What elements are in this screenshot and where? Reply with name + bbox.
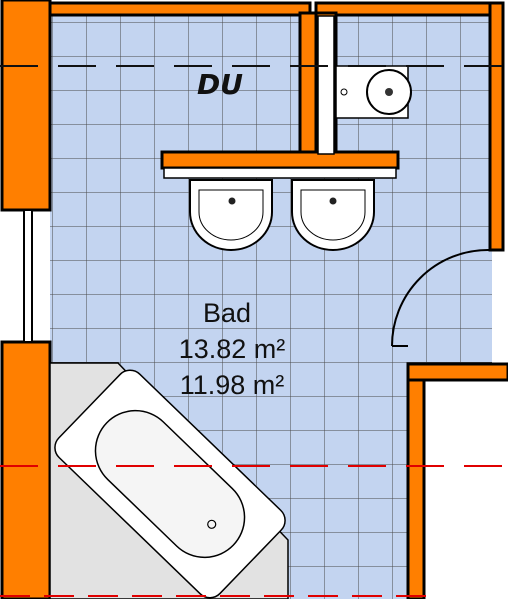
- right-wall-lower-v: [406, 362, 426, 599]
- toilet-icon[interactable]: [335, 65, 412, 119]
- shower-label: DU: [197, 68, 243, 101]
- door-swing-icon[interactable]: [391, 249, 502, 347]
- shower-partition: [298, 11, 318, 165]
- right-wall-upper: [488, 1, 505, 252]
- washbasin-icon[interactable]: [189, 179, 273, 251]
- room-name: Bad: [203, 298, 251, 328]
- bathtub-icon[interactable]: [49, 362, 291, 599]
- washbasin-icon[interactable]: [291, 179, 375, 251]
- left-wall-lower: [0, 340, 52, 599]
- left-wall-upper: [0, 0, 52, 212]
- basin-counter-wall: [160, 150, 400, 170]
- outside-area: [424, 380, 508, 599]
- right-wall-lower-h: [406, 362, 508, 382]
- room-area-2: 11.98 m²: [180, 370, 285, 400]
- partition-inner: [163, 15, 397, 179]
- top-wall: [46, 1, 312, 17]
- top-right-wall: [314, 1, 504, 17]
- window-icon: [23, 209, 33, 343]
- room-area-1: 13.82 m²: [179, 334, 286, 364]
